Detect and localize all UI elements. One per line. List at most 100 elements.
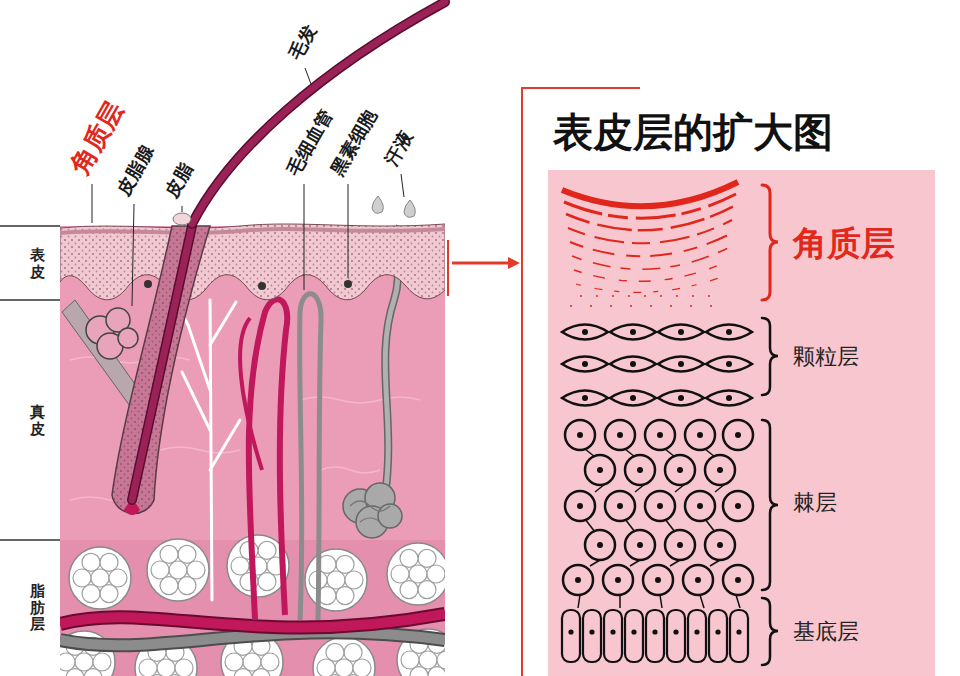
granular-cells: [658, 391, 704, 406]
spinous-cells: [563, 565, 593, 595]
layer-ticks: [0, 225, 60, 227]
skin-block: [132, 226, 192, 500]
spinous-cells: [625, 530, 655, 560]
spinous-cells: [585, 455, 615, 485]
skin-block: [118, 328, 138, 348]
spinous-cells: [705, 530, 735, 560]
spinous-cells: [563, 420, 753, 608]
leader-lines: [132, 204, 134, 306]
layer-name: 脂肪层: [30, 583, 45, 633]
spinous-cells: [578, 449, 740, 608]
spinous-cells: [723, 420, 753, 450]
skin-block: [344, 280, 352, 288]
stratum-corneum: [570, 305, 730, 307]
skin-block: [210, 420, 240, 470]
spinous-cells: [645, 420, 675, 450]
spinous-cells: [578, 595, 580, 608]
stratum-corneum: [564, 194, 736, 218]
layer-name: 表皮: [30, 247, 45, 280]
panel-title: 表皮层的扩大图: [553, 108, 833, 156]
stratum-corneum: [566, 206, 734, 230]
skin-block: [240, 318, 262, 470]
epidermis-layer: 角质层: [548, 180, 935, 305]
granular-cells: [610, 325, 656, 340]
layer-name: 角质层: [793, 222, 895, 263]
skin-block: [182, 372, 210, 430]
stratum-corneum: [562, 182, 738, 306]
spinous-cells: [565, 491, 595, 521]
skin-block: [160, 447, 240, 453]
skin-block: [320, 467, 380, 473]
basal-cells: [625, 610, 643, 662]
stratum-corneum: [574, 262, 726, 281]
spinous-cells: [645, 491, 675, 521]
skin-block: [249, 299, 288, 620]
spinous-cells: [619, 595, 621, 608]
spinous-cells: [665, 455, 695, 485]
zoom-panel-box: 表皮层的扩大图角质层颗粒层棘层基底层: [522, 88, 935, 676]
skin-block: [132, 226, 192, 500]
skin-block: [188, 325, 210, 390]
granular-cells: [562, 357, 608, 372]
spinous-cells: [660, 595, 662, 608]
stratum-corneum: [572, 248, 728, 269]
basal-cells: [667, 610, 685, 662]
granular-cells: [706, 325, 752, 340]
leader-lines: [304, 184, 305, 290]
granular-cells: [562, 391, 608, 406]
epidermis-layer: 棘层: [548, 412, 935, 594]
granular-cells: [706, 391, 752, 406]
basal-cells: [688, 610, 706, 662]
spinous-cells: [685, 420, 715, 450]
sweat-drops: [372, 196, 415, 217]
spinous-cells: [585, 530, 615, 560]
basal-cells: [562, 610, 748, 662]
layer-braces: [762, 598, 778, 665]
leader-lines: [92, 68, 404, 306]
skin-block: [178, 300, 240, 600]
sweat-drops: [372, 196, 383, 213]
skin-block: [69, 547, 131, 609]
layer-name: 基底层: [793, 619, 859, 645]
part-callout: 黑素细胞: [328, 107, 380, 178]
skin-block: [350, 501, 390, 522]
skin-block: [147, 539, 209, 601]
skin-block: [305, 549, 367, 611]
basal-cells: [562, 610, 580, 662]
granular-cells: [610, 391, 656, 406]
layer-name: 真皮: [30, 404, 45, 437]
skin-block: [112, 226, 210, 513]
zoom-panel: [548, 170, 935, 676]
skin-block: [144, 280, 152, 288]
spinous-cells: [643, 565, 673, 595]
skin-block: [378, 504, 402, 528]
layer-name: 棘层: [793, 490, 837, 516]
layer-name: 颗粒层: [793, 344, 859, 370]
leader-lines: [92, 184, 93, 223]
granular-cells: [562, 325, 752, 406]
leader-lines: [401, 174, 404, 197]
part-callout: 毛发: [286, 22, 320, 62]
part-callout: 皮脂: [162, 160, 196, 200]
leader-lines: [182, 206, 183, 212]
basal-cells: [646, 610, 664, 662]
spinous-cells: [736, 595, 740, 608]
stratum-corneum: [568, 220, 732, 243]
spinous-cells: [565, 420, 595, 450]
spinous-cells: [723, 491, 753, 521]
spinous-cells: [665, 519, 675, 532]
spinous-cells: [625, 519, 635, 532]
spinous-cells: [665, 530, 695, 560]
layer-braces: [762, 185, 778, 665]
spinous-cells: [605, 491, 635, 521]
layer-ticks: [0, 539, 60, 541]
skin-block: [387, 543, 445, 605]
part-callout: 皮脂腺: [114, 142, 157, 198]
layer-ticks: [0, 299, 60, 301]
skin-block: [60, 224, 445, 300]
skin-block: [210, 302, 236, 345]
spinous-cells: [700, 595, 704, 608]
granular-cells: [658, 325, 704, 340]
